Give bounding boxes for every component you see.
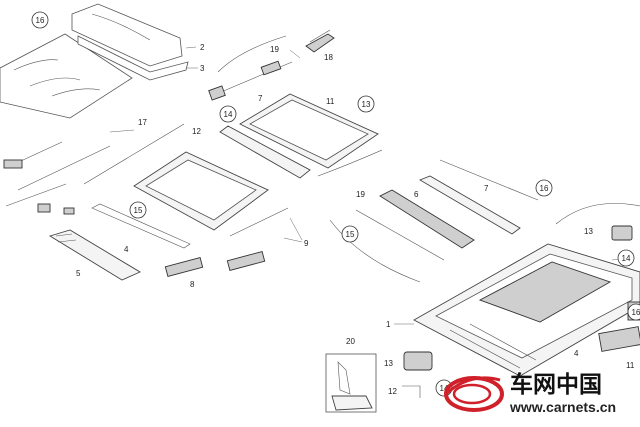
watermark: 车网中国 www.carnets.cn (444, 371, 616, 415)
part-glass-panel (0, 33, 133, 119)
watermark-url: www.carnets.cn (509, 399, 616, 415)
label-19-right: 19 (356, 190, 365, 199)
callout-16-top: 16 (31, 11, 49, 29)
label-1: 1 (386, 320, 391, 329)
label-2: 2 (200, 43, 205, 52)
label-5: 5 (76, 269, 81, 278)
label-12: 12 (192, 127, 201, 136)
part-main-frame (413, 243, 640, 377)
label-3: 3 (200, 64, 205, 73)
carnets-logo-icon (444, 376, 504, 412)
part-kit-box (325, 353, 377, 413)
callout-14-top: 14 (219, 105, 237, 123)
part-cable (208, 35, 293, 101)
callout-13-top: 13 (357, 95, 375, 113)
callout-text: 16 (36, 16, 45, 25)
watermark-name: 车网中国 (510, 371, 602, 398)
part-deflector-bar (379, 189, 475, 249)
part-seal-strip (219, 125, 383, 179)
part-left-rails (3, 123, 185, 215)
label-4: 4 (124, 245, 129, 254)
label-18: 18 (324, 53, 333, 62)
part-strip-5 (48, 229, 141, 281)
part-mechanism (164, 207, 289, 278)
label-11-bottom: 11 (626, 361, 635, 370)
label-12-bottom: 12 (388, 387, 397, 396)
callout-15-right: 15 (341, 225, 359, 243)
part-motor-right (611, 225, 633, 241)
part-frame-center (133, 151, 269, 231)
label-20: 20 (346, 337, 355, 346)
callout-text: 15 (346, 230, 355, 239)
part-cable-loop (329, 219, 421, 283)
part-glass-frame (239, 93, 379, 169)
callout-15-center: 15 (129, 201, 147, 219)
callout-text: 14 (440, 384, 449, 393)
label-7-right: 7 (484, 184, 489, 193)
label-4-bottom: 4 (574, 349, 579, 358)
callout-text: 16 (540, 184, 549, 193)
label-9: 9 (304, 239, 309, 248)
part-right-rail (555, 203, 640, 225)
part-bracket (305, 29, 335, 53)
label-6: 6 (414, 190, 419, 199)
label-13-right: 13 (584, 227, 593, 236)
part-frame-rail (418, 159, 539, 235)
label-11-top: 11 (326, 97, 335, 106)
part-deflector-panel (71, 3, 189, 81)
label-8: 8 (190, 280, 195, 289)
part-motor-bottom (402, 351, 433, 398)
part-bar-4 (91, 203, 191, 249)
callout-text: 16 (632, 308, 640, 317)
callout-14-right: 14 (617, 249, 635, 267)
label-19-top: 19 (270, 45, 279, 54)
label-13-bottom: 13 (384, 359, 393, 368)
part-cable-lower (355, 209, 445, 261)
callout-text: 13 (362, 100, 371, 109)
callout-text: 15 (134, 206, 143, 215)
callout-text: 14 (622, 254, 631, 263)
label-7-top: 7 (258, 94, 263, 103)
callout-text: 14 (224, 110, 233, 119)
callout-16-edge: 16 (627, 303, 640, 321)
label-17: 17 (138, 118, 147, 127)
leader-lines (109, 46, 629, 325)
callout-16-right: 16 (535, 179, 553, 197)
